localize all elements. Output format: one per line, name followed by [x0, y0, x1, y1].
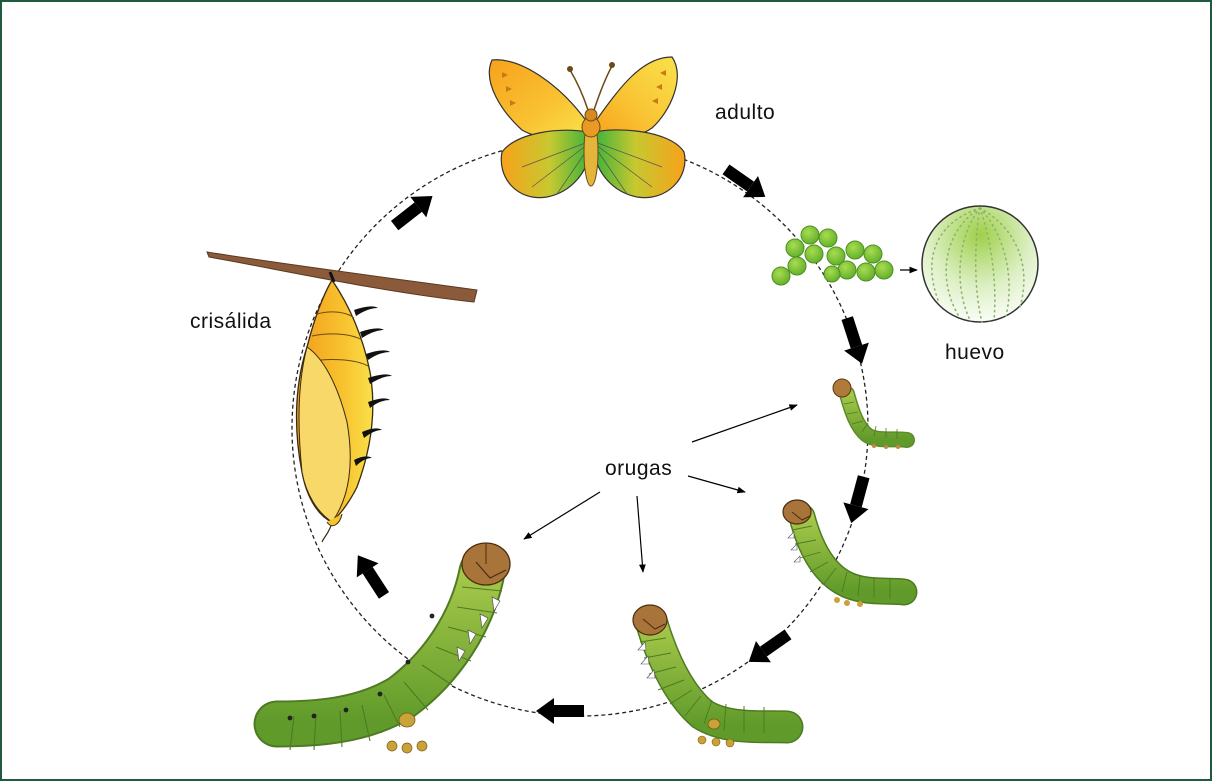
arrow-larva4-to-chrysalis	[347, 548, 395, 602]
arrow-adult-to-egg	[719, 159, 773, 208]
label-chrysalis: crisálida	[190, 310, 272, 333]
egg-enlarged-illustration	[922, 206, 1038, 322]
arrow-larva2-to-larva3	[741, 624, 795, 673]
arrow-larva1-to-larva2	[839, 473, 877, 526]
pointer-to-stage-4	[524, 492, 600, 539]
chrysalis-illustration	[297, 272, 392, 542]
caterpillar-stage-3	[633, 605, 787, 747]
arrow-larva3-to-larva4	[536, 698, 584, 724]
arrow-egg-to-larva1	[835, 314, 875, 368]
label-adult: adulto	[715, 101, 775, 124]
caterpillar-stage-1	[833, 379, 907, 449]
pointer-to-stage-1	[692, 405, 797, 442]
caterpillar-pointer-arrows	[524, 405, 797, 572]
caterpillar-stage-2	[783, 500, 904, 607]
label-egg: huevo	[945, 341, 1005, 364]
label-caterpillars: orugas	[605, 457, 672, 480]
cycle-path	[292, 140, 868, 716]
pointer-to-stage-3	[637, 496, 643, 572]
egg-cluster-illustration	[772, 226, 893, 285]
butterfly-illustration	[489, 57, 685, 198]
twig-illustration	[207, 252, 477, 302]
pointer-to-stage-2	[688, 476, 745, 492]
